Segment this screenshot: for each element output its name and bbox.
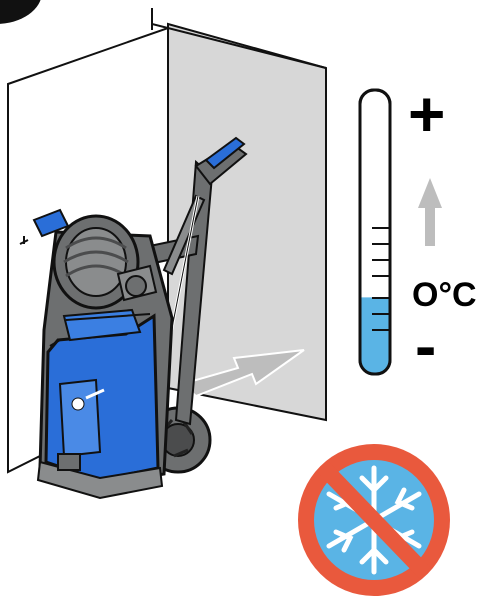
thermometer-icon	[360, 90, 390, 374]
no-frost-icon	[298, 444, 450, 596]
step-number-badge-icon	[0, 0, 42, 24]
minus-label: -	[415, 310, 436, 382]
zero-celsius-label: O°C	[412, 276, 477, 314]
thermometer-fill	[360, 297, 390, 374]
temperature-rise-arrow-icon	[418, 178, 442, 246]
plus-label: +	[408, 78, 445, 150]
